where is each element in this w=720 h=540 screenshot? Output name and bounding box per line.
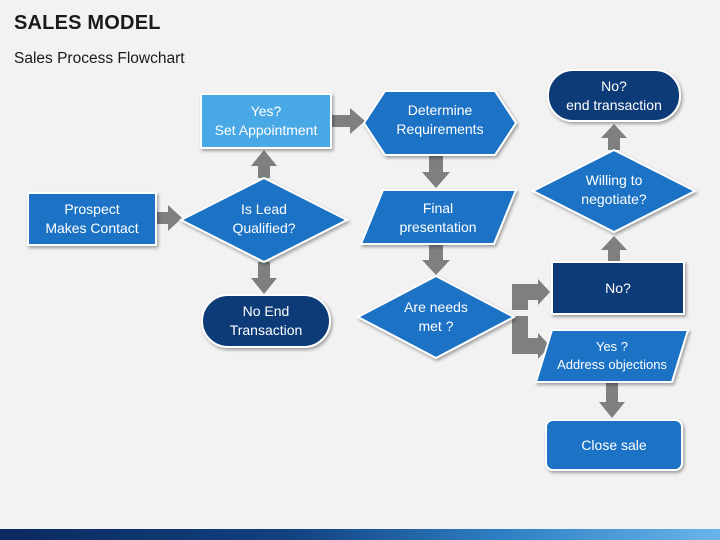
arrow-no-to-willing — [601, 236, 627, 262]
arrow-needs-to-yes — [512, 316, 550, 359]
final-presentation-node: Final presentation — [359, 189, 518, 245]
arrow-requirements-to-presentation — [422, 156, 450, 188]
node-text: No? — [601, 78, 627, 94]
node-text: No End — [243, 303, 290, 319]
node-text: Yes? — [251, 103, 282, 119]
determine-requirements-node: Determine Requirements — [362, 90, 518, 156]
arrow-presentation-to-needs — [422, 245, 450, 275]
node-text: presentation — [399, 219, 476, 235]
node-text: No? — [605, 280, 631, 296]
no-node: No? — [551, 261, 685, 315]
arrow-yes-to-close — [599, 383, 625, 418]
arrow-willing-to-end — [601, 124, 627, 150]
node-text: Final — [423, 200, 453, 216]
node-text: negotiate? — [581, 191, 647, 207]
node-text: Is Lead — [241, 201, 287, 217]
footer-gradient-bar — [0, 529, 720, 540]
node-text: Address objections — [557, 357, 667, 372]
node-text: met ? — [418, 318, 453, 334]
end-transaction-node: No? end transaction — [547, 69, 681, 122]
node-text: Transaction — [230, 322, 303, 338]
node-text: end transaction — [566, 97, 662, 113]
node-text: Requirements — [396, 121, 483, 137]
are-needs-met-node: Are needs met ? — [355, 274, 517, 360]
node-text: Determine — [408, 102, 473, 118]
node-text: Set Appointment — [215, 122, 318, 138]
willing-to-negotiate-node: Willing to negotiate? — [530, 148, 698, 234]
node-text: Makes Contact — [45, 220, 138, 236]
close-sale-node: Close sale — [545, 419, 683, 471]
arrow-prospect-to-lead — [156, 205, 182, 231]
page-title: SALES MODEL — [14, 12, 161, 34]
is-lead-qualified-node: Is Lead Qualified? — [178, 176, 350, 264]
no-end-transaction-node: No End Transaction — [201, 294, 331, 348]
arrow-needs-to-no — [512, 279, 550, 310]
node-text: Are needs — [404, 299, 468, 315]
page-subtitle: Sales Process Flowchart — [14, 50, 185, 67]
node-text: Prospect — [64, 201, 119, 217]
arrow-lead-to-no-end — [251, 262, 277, 294]
node-text: Qualified? — [232, 220, 295, 236]
node-text: Willing to — [586, 172, 643, 188]
connectors — [156, 108, 627, 418]
set-appointment-node: Yes? Set Appointment — [200, 93, 332, 149]
arrow-appointment-to-requirements — [332, 108, 365, 134]
node-text: Close sale — [581, 437, 647, 453]
arrow-lead-to-appointment — [251, 150, 277, 178]
yes-address-objections-node: Yes ? Address objections — [534, 329, 690, 383]
prospect-node: Prospect Makes Contact — [27, 192, 157, 246]
node-text: Yes ? — [596, 339, 628, 354]
